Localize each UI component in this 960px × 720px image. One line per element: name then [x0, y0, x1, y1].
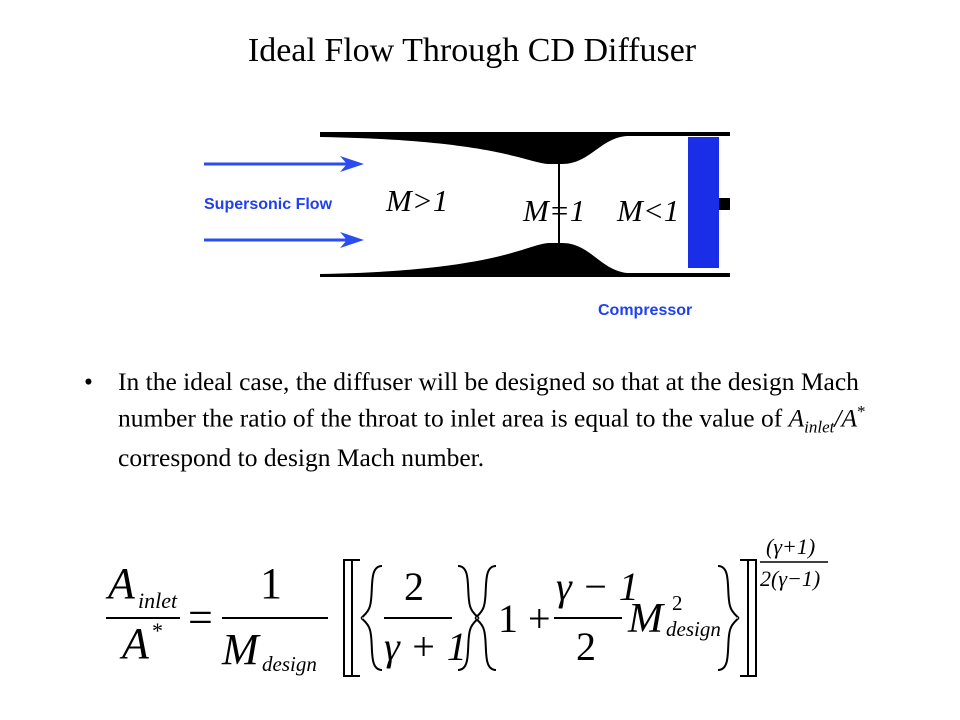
lower-flow-arrow [204, 232, 364, 248]
mach-throat-label: M=1 [522, 193, 585, 228]
upper-nozzle-wall [320, 132, 730, 164]
lhs-denominator-sup: * [152, 618, 163, 643]
cd-diffuser-diagram: Supersonic Flow Compressor M>1 M=1 M<1 [204, 132, 730, 319]
outer-left-bracket [343, 559, 360, 677]
compressor-label: Compressor [598, 302, 692, 319]
lhs-denominator: A [119, 619, 150, 668]
bullet-dot: • [84, 367, 93, 396]
one-plus: 1 + [498, 596, 551, 641]
gamma-minus-denominator: 2 [576, 624, 596, 669]
compressor-hub [719, 198, 730, 210]
m-denominator-sub: design [262, 652, 317, 676]
lhs-numerator-sub: inlet [138, 588, 178, 613]
m-denominator: M [221, 625, 261, 674]
compressor-block [688, 137, 719, 268]
curly-brace-left-2 [474, 565, 497, 671]
gamma-minus-one: γ − 1 [556, 564, 639, 609]
exponent-denominator: 2(γ−1) [760, 566, 820, 591]
one-numerator: 1 [260, 559, 282, 608]
superscript-star: * [857, 402, 866, 421]
slide-title: Ideal Flow Through CD Diffuser [247, 32, 697, 69]
exponent-numerator: (γ+1) [766, 534, 815, 559]
bullet-text-after: correspond to design Mach number. [118, 442, 485, 472]
m-squared-sub: design [666, 617, 721, 641]
mach-outlet-label: M<1 [616, 193, 679, 228]
m-squared: M [627, 596, 665, 642]
bullet-paragraph: • In the ideal case, the diffuser will b… [84, 367, 884, 473]
curly-brace-right-1 [457, 565, 480, 671]
subscript-inlet: inlet [804, 417, 835, 437]
upper-flow-arrow [204, 156, 364, 172]
m-squared-sup: 2 [672, 591, 683, 615]
frac-two-numerator: 2 [404, 564, 424, 609]
lhs-numerator: A [105, 559, 136, 608]
equals-sign: = [188, 593, 213, 642]
curly-brace-left-1 [360, 565, 383, 671]
bullet-text: In the ideal case, the diffuser will be … [118, 367, 884, 473]
symbol-a: A [788, 403, 805, 433]
lower-nozzle-wall [320, 243, 730, 277]
supersonic-flow-label: Supersonic Flow [204, 196, 333, 213]
outer-right-bracket [740, 559, 757, 677]
area-ratio-equation: A inlet A * = 1 M design 2 γ + 1 1 + γ −… [105, 534, 828, 677]
gamma-plus-one: γ + 1 [384, 624, 467, 669]
curly-brace-right-2 [717, 565, 740, 671]
symbol-slash-a: /A [834, 403, 858, 433]
mach-inlet-label: M>1 [385, 183, 448, 218]
bullet-text-before: In the ideal case, the diffuser will be … [118, 367, 859, 433]
